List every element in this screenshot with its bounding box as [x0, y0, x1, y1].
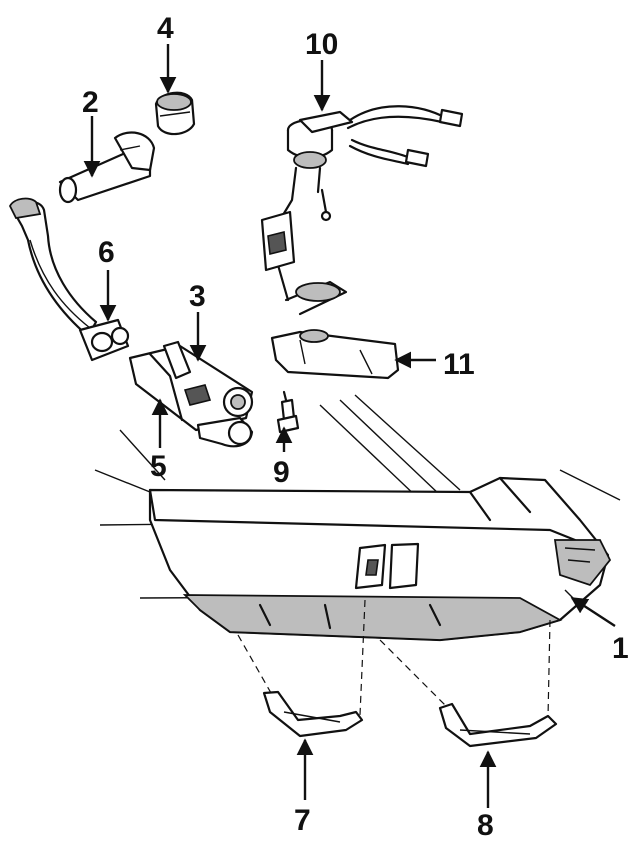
- callout-1: 1: [612, 632, 629, 665]
- callout-2: 2: [82, 86, 99, 119]
- fuel-hose: [8, 197, 98, 338]
- callout-8: 8: [477, 809, 494, 842]
- filler-pipe: [58, 131, 156, 204]
- fitting: [276, 390, 300, 434]
- tank-strap-left: [237, 599, 366, 738]
- callout-6: 6: [98, 236, 115, 269]
- callout-10: 10: [305, 28, 338, 61]
- hose-clamp: [78, 318, 130, 362]
- tank-strap-right: [379, 619, 558, 748]
- fuel-sending-unit: [260, 105, 464, 316]
- sender-bracket: [270, 329, 400, 380]
- callout-7: 7: [294, 804, 311, 837]
- callout-arrows: [83, 44, 616, 808]
- callout-5: 5: [150, 450, 167, 483]
- callout-4: 4: [157, 12, 174, 45]
- callout-11: 11: [443, 348, 475, 381]
- callout-9: 9: [273, 456, 290, 489]
- callout-3: 3: [189, 280, 206, 313]
- grommet: [154, 91, 196, 136]
- fuel-tank: [94, 394, 621, 642]
- fuel-pump-assembly: [128, 340, 254, 448]
